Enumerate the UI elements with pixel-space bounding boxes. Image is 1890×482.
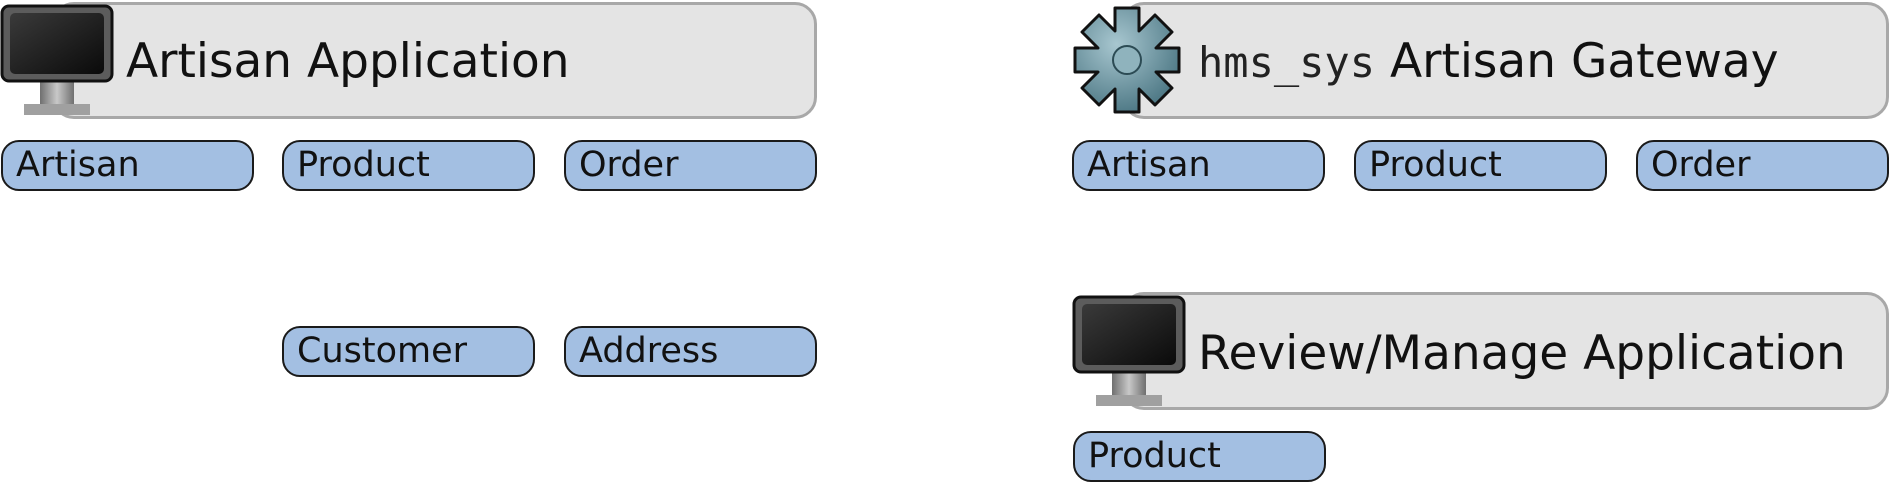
- entity-product: Product: [282, 140, 535, 191]
- entity-product: Product: [1354, 140, 1607, 191]
- monitor-icon: [1072, 295, 1186, 406]
- entity-artisan: Artisan: [1072, 140, 1325, 191]
- entity-customer: Customer: [282, 326, 535, 377]
- entity-order: Order: [564, 140, 817, 191]
- title-text: Artisan Gateway: [1389, 34, 1779, 89]
- component-title: hms_sys Artisan Gateway: [1198, 38, 1779, 85]
- component-title: Artisan Application: [126, 34, 570, 89]
- monitor-icon: [0, 4, 114, 115]
- entity-order: Order: [1636, 140, 1889, 191]
- review-manage-application-banner: [1122, 292, 1889, 410]
- entity-product: Product: [1073, 431, 1326, 482]
- entity-artisan: Artisan: [1, 140, 254, 191]
- component-title: Review/Manage Application: [1198, 326, 1846, 381]
- title-prefix: hms_sys: [1198, 38, 1376, 87]
- artisan-application-banner: [52, 2, 817, 119]
- entity-address: Address: [564, 326, 817, 377]
- artisan-gateway-banner: [1122, 2, 1889, 119]
- gear-service-icon: [1073, 6, 1181, 114]
